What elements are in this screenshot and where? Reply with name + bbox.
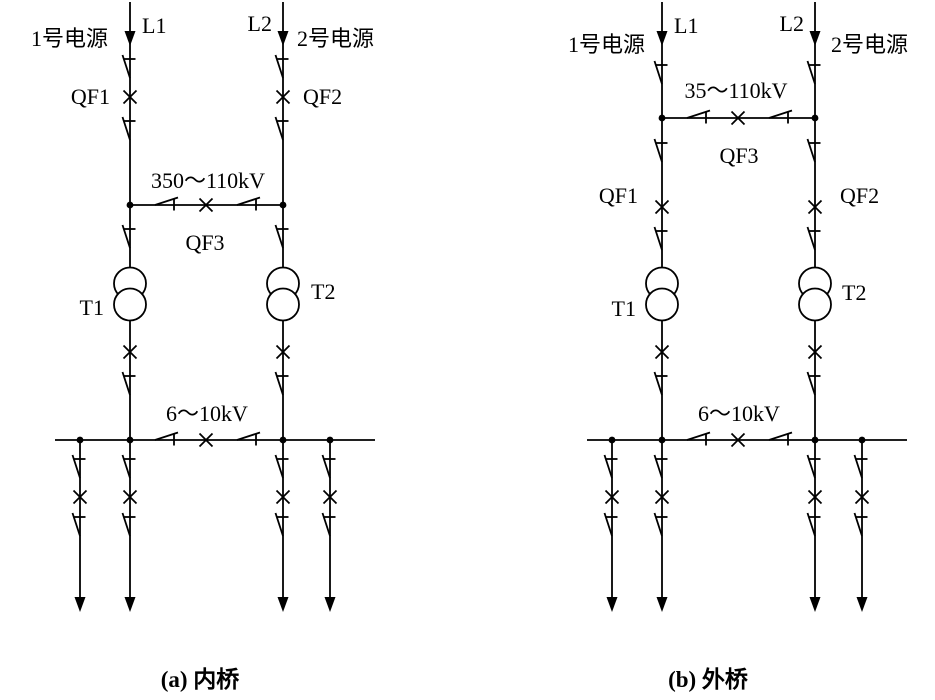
diagram-a-inner-bridge: 1号电源 L1 L2 2号电源 QF1 QF2 350～110kV QF3 T1… bbox=[31, 2, 375, 692]
disconnector-symbol bbox=[71, 454, 87, 479]
junction-dot bbox=[125, 200, 135, 210]
disconnector-symbol bbox=[121, 54, 137, 79]
disconnector-symbol bbox=[121, 454, 137, 479]
bridge-disconnector-symbol bbox=[768, 109, 793, 125]
source2-label: 2号电源 bbox=[831, 32, 908, 57]
junction-dot bbox=[857, 435, 867, 445]
disconnector-symbol bbox=[653, 454, 669, 479]
bustie-disconnector-symbol bbox=[686, 431, 711, 447]
incoming-arrow bbox=[655, 30, 669, 47]
feeder-arrow bbox=[808, 596, 822, 613]
caption-b: (b) 外桥 bbox=[668, 666, 749, 692]
feeder-arrow bbox=[605, 596, 619, 613]
disconnector-symbol bbox=[653, 371, 669, 396]
disconnector-symbol bbox=[274, 54, 290, 79]
disconnector-symbol bbox=[121, 512, 137, 537]
bridge-disconnector-symbol bbox=[686, 109, 711, 125]
line1-label: L1 bbox=[674, 13, 698, 38]
breaker-qf1-label: QF1 bbox=[599, 183, 638, 208]
diagram-b-outer-bridge: 1号电源 L1 L2 2号电源 35～110kV QF3 QF1 QF2 T1 … bbox=[568, 2, 908, 692]
disconnector-symbol bbox=[603, 512, 619, 537]
transformer-t2-label: T2 bbox=[311, 279, 335, 304]
disconnector-symbol bbox=[121, 371, 137, 396]
bridge-voltage-label: 350～110kV bbox=[151, 168, 265, 193]
disconnector-symbol bbox=[71, 512, 87, 537]
breaker-qf2-label: QF2 bbox=[303, 84, 342, 109]
disconnector-symbol bbox=[121, 116, 137, 141]
disconnector-symbol bbox=[603, 454, 619, 479]
transformer-t2-label: T2 bbox=[842, 280, 866, 305]
disconnector-symbol bbox=[853, 454, 869, 479]
feeder-arrow bbox=[123, 596, 137, 613]
source2-label: 2号电源 bbox=[297, 26, 374, 51]
breaker-qf2-label: QF2 bbox=[840, 183, 879, 208]
breaker-qf3-label: QF3 bbox=[185, 230, 224, 255]
disconnector-symbol bbox=[806, 454, 822, 479]
transformer-t1-label: T1 bbox=[80, 295, 104, 320]
line1-label: L1 bbox=[142, 13, 166, 38]
bustie-disconnector-symbol bbox=[768, 431, 793, 447]
incoming-arrow bbox=[123, 30, 137, 47]
transformer-t2-symbol bbox=[266, 266, 300, 322]
bridge-disconnector-symbol bbox=[154, 196, 179, 212]
feeder-arrow bbox=[276, 596, 290, 613]
disconnector-symbol bbox=[274, 116, 290, 141]
disconnector-symbol bbox=[653, 226, 669, 251]
disconnector-symbol bbox=[653, 512, 669, 537]
bustie-disconnector-symbol bbox=[154, 431, 179, 447]
junction-dot bbox=[657, 435, 667, 445]
disconnector-symbol bbox=[806, 512, 822, 537]
disconnector-symbol bbox=[806, 60, 822, 85]
transformer-t1-symbol bbox=[113, 266, 147, 322]
disconnector-symbol bbox=[806, 226, 822, 251]
disconnector-symbol bbox=[321, 454, 337, 479]
junction-dot bbox=[325, 435, 335, 445]
disconnector-symbol bbox=[274, 454, 290, 479]
feeder-arrow bbox=[855, 596, 869, 613]
source1-label: 1号电源 bbox=[568, 32, 645, 57]
disconnector-symbol bbox=[806, 371, 822, 396]
junction-dot bbox=[278, 200, 288, 210]
junction-dot bbox=[657, 113, 667, 123]
transformer-t1-label: T1 bbox=[612, 296, 636, 321]
bus-voltage-label: 6～10kV bbox=[166, 401, 248, 426]
line2-label: L2 bbox=[780, 11, 804, 36]
incoming-arrow bbox=[808, 30, 822, 47]
breaker-qf3-label: QF3 bbox=[719, 143, 758, 168]
disconnector-symbol bbox=[274, 371, 290, 396]
feeder-arrow bbox=[323, 596, 337, 613]
disconnector-symbol bbox=[653, 60, 669, 85]
transformer-t1-symbol bbox=[645, 266, 679, 322]
breaker-qf1-label: QF1 bbox=[71, 84, 110, 109]
bustie-disconnector-symbol bbox=[236, 431, 261, 447]
disconnector-symbol bbox=[806, 138, 822, 163]
bridge-voltage-label: 35～110kV bbox=[684, 78, 787, 103]
junction-dot bbox=[75, 435, 85, 445]
caption-a: (a) 内桥 bbox=[161, 666, 241, 692]
junction-dot bbox=[278, 435, 288, 445]
disconnector-symbol bbox=[121, 224, 137, 249]
line2-label: L2 bbox=[248, 11, 272, 36]
disconnector-symbol bbox=[653, 138, 669, 163]
feeder-arrow bbox=[655, 596, 669, 613]
junction-dot bbox=[810, 113, 820, 123]
incoming-arrow bbox=[276, 30, 290, 47]
junction-dot bbox=[125, 435, 135, 445]
source1-label: 1号电源 bbox=[31, 26, 108, 51]
feeder-arrow bbox=[73, 596, 87, 613]
junction-dot bbox=[810, 435, 820, 445]
transformer-t2-symbol bbox=[798, 266, 832, 322]
junction-dot bbox=[607, 435, 617, 445]
disconnector-symbol bbox=[274, 512, 290, 537]
disconnector-symbol bbox=[321, 512, 337, 537]
disconnector-symbol bbox=[853, 512, 869, 537]
bridge-disconnector-symbol bbox=[236, 196, 261, 212]
bus-voltage-label: 6～10kV bbox=[698, 401, 780, 426]
disconnector-symbol bbox=[274, 224, 290, 249]
